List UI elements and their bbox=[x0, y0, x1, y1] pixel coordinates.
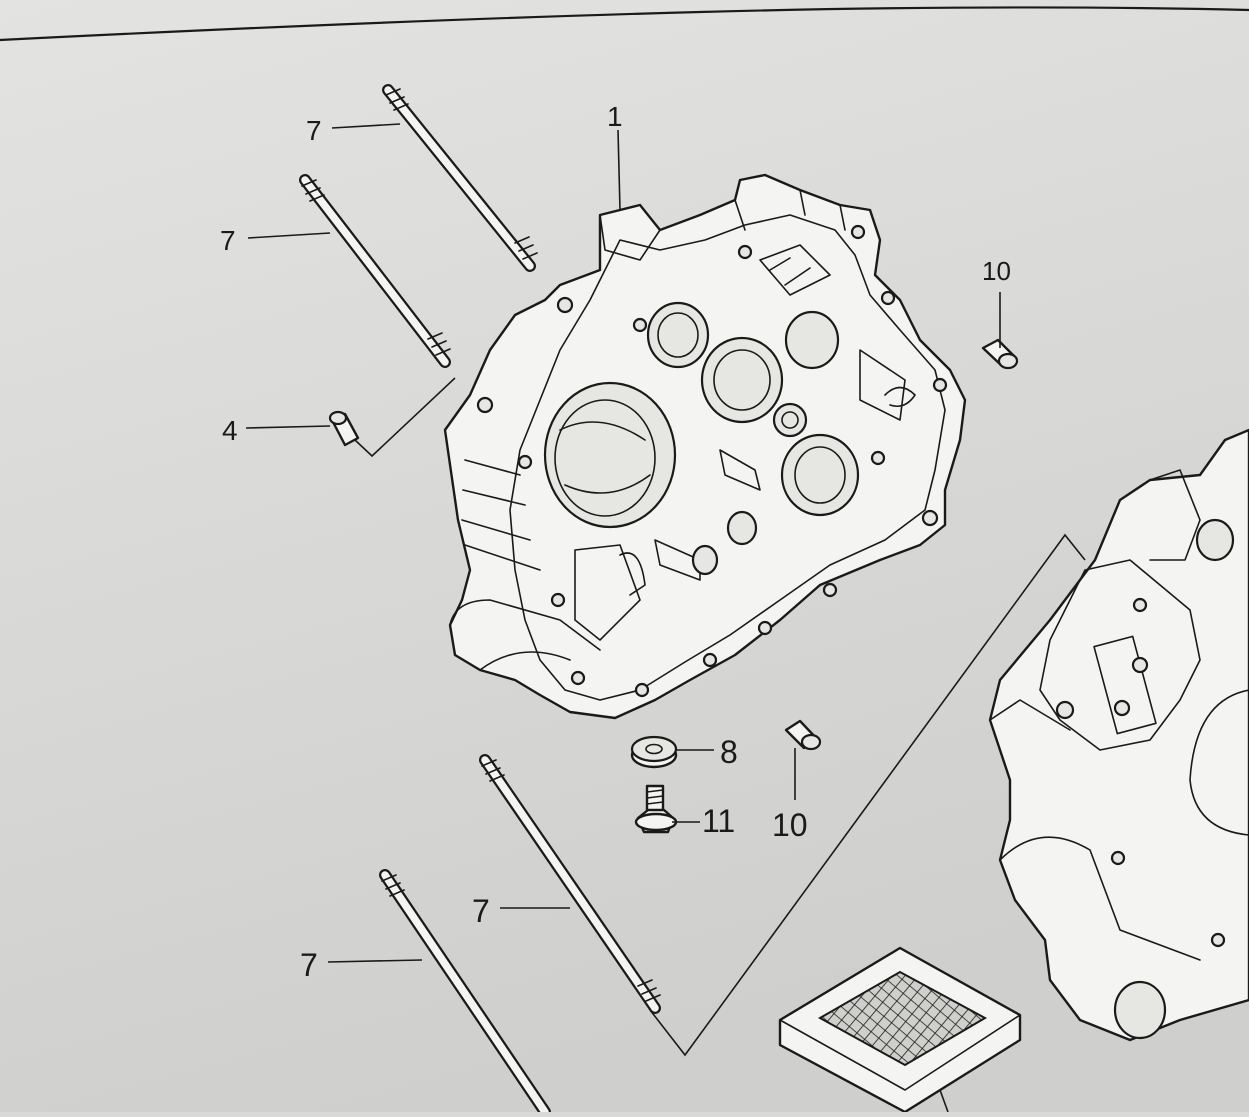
callout-bolt: 11 bbox=[702, 803, 735, 839]
callout-dowel-pin-lower: 10 bbox=[772, 807, 808, 843]
assembly-guide-line bbox=[649, 533, 1086, 1057]
leader-lines bbox=[245, 123, 1001, 963]
crankcase-left-half bbox=[988, 428, 1249, 1042]
callout-stud-c: 7 bbox=[472, 893, 490, 929]
callout-crankcase: 1 bbox=[607, 101, 623, 132]
crankcase-right-half bbox=[443, 173, 967, 720]
stud-bolt-a bbox=[382, 84, 538, 272]
oil-strainer bbox=[778, 946, 1022, 1114]
flange-bolt bbox=[634, 784, 678, 834]
dowel-pin-upper-right bbox=[981, 338, 1019, 370]
stud-bolt-d bbox=[379, 869, 551, 1117]
callout-washer: 8 bbox=[720, 734, 738, 770]
washer bbox=[630, 735, 678, 769]
dowel-pin-lower bbox=[784, 719, 822, 751]
callout-stud-a: 7 bbox=[306, 115, 322, 146]
callout-stud-d: 7 bbox=[300, 947, 318, 983]
page-top-border bbox=[0, 6, 1249, 42]
stud-bolt-b bbox=[299, 174, 451, 368]
stud-bolt-c bbox=[479, 754, 661, 1014]
dowel-pin-left bbox=[328, 377, 456, 458]
callout-stud-b: 7 bbox=[220, 225, 236, 256]
callout-dowel-pin-upper-right: 10 bbox=[982, 256, 1011, 286]
callout-dowel-pin-left: 4 bbox=[222, 415, 238, 446]
